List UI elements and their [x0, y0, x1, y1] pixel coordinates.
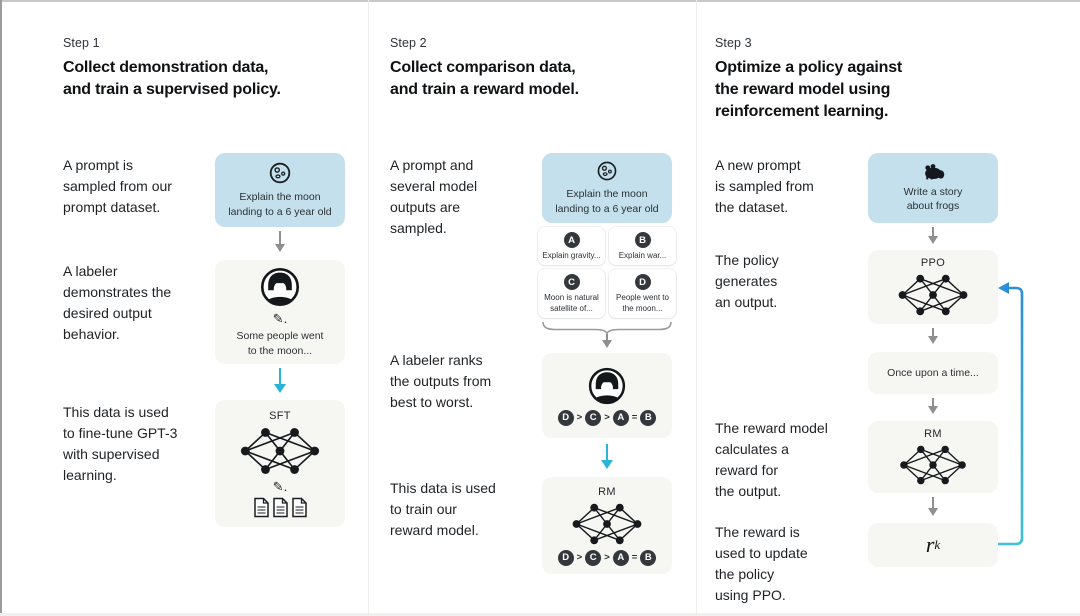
step3-prompt-box: Write a story about frogs [868, 153, 998, 223]
sft-label: SFT [269, 409, 291, 422]
step2-caption-train-rm: This data is used to train our reward mo… [390, 480, 496, 538]
step1-arrow-down-2 [274, 368, 286, 393]
document-icon [272, 497, 289, 518]
step3-arrow-down-1 [928, 227, 938, 244]
step1-sft-box: SFT ✎. [215, 400, 345, 527]
step1-caption-labeler: A labeler demonstrates the desired outpu… [63, 263, 172, 342]
rm-label: RM [598, 485, 616, 498]
rank-badge: C [585, 409, 602, 426]
moon-icon [268, 161, 292, 185]
step1-caption-prompt: A prompt is sampled from our prompt data… [63, 157, 172, 215]
step1-arrow-down-1 [275, 231, 285, 252]
rank-operator: > [604, 552, 610, 563]
step3-caption-reward: The reward model calculates a reward for… [715, 420, 828, 499]
step3-rm-box: RM [868, 421, 998, 493]
neural-network-icon [894, 273, 972, 317]
rank-badge: A [612, 549, 629, 566]
step3-output-box: Once upon a time... [868, 352, 998, 394]
step3-arrow-down-3 [928, 398, 938, 414]
neural-network-icon [237, 426, 323, 476]
pencil-icon: ✎. [272, 478, 288, 494]
documents-row [253, 497, 308, 518]
output-card-b: B Explain war... [609, 227, 676, 266]
ranking-sequence: D > C > A = B [557, 549, 657, 566]
step2-caption-prompt: A prompt and several model outputs are s… [390, 157, 478, 236]
neural-network-icon [568, 502, 646, 546]
step1-prompt-text: Explain the moon landing to a 6 year old [228, 191, 332, 218]
step3-output-text: Once upon a time... [887, 366, 979, 379]
ranking-sequence: D > C > A = B [557, 409, 657, 426]
step3-caption-update: The reward is used to update the policy … [715, 524, 808, 603]
window-bottom-edge [0, 613, 1080, 616]
rank-badge: D [557, 549, 574, 566]
output-letter-badge: D [634, 274, 651, 291]
output-card-a: A Explain gravity... [538, 227, 605, 266]
step3-label: Step 3 [715, 36, 752, 50]
output-letter-badge: C [563, 274, 580, 291]
step3-arrow-down-4 [928, 497, 938, 516]
rank-badge: D [557, 409, 574, 426]
ppo-label: PPO [920, 257, 946, 269]
document-icon [291, 497, 308, 518]
output-card-text: Explain gravity... [542, 251, 601, 260]
output-card-text: People went to the moon... [616, 293, 669, 313]
step3-prompt-text: Write a story about frogs [903, 185, 963, 212]
output-card-text: Explain war... [618, 251, 667, 260]
brace-icon [540, 321, 674, 334]
rank-operator: > [576, 412, 583, 423]
step2-label: Step 2 [390, 36, 427, 50]
labeler-avatar-icon [587, 366, 627, 406]
rank-operator: > [576, 552, 583, 563]
model-outputs-grid: A Explain gravity... B Explain war... C … [538, 227, 676, 319]
output-card-c: C Moon is natural satellite of... [538, 269, 605, 319]
output-letter-badge: A [563, 232, 580, 248]
labeler-avatar-icon [259, 266, 301, 308]
rank-operator: = [631, 552, 638, 563]
column-divider-2 [696, 0, 697, 616]
rank-badge: A [612, 409, 629, 426]
rank-operator: > [604, 412, 610, 423]
step2-arrow-down-1 [602, 334, 612, 348]
step1-title: Collect demonstration data, and train a … [63, 59, 281, 99]
neural-network-icon [896, 444, 970, 486]
step1-labeler-box: ✎. Some people went to the moon... [215, 260, 345, 364]
rank-badge: B [640, 409, 657, 426]
step2-title: Collect comparison data, and train a rew… [390, 59, 579, 99]
rank-badge: C [585, 549, 602, 566]
reward-subscript: k [934, 537, 941, 552]
step3-title: Optimize a policy against the reward mod… [715, 59, 903, 121]
window-left-edge [0, 0, 2, 616]
moon-icon [596, 160, 618, 182]
feedback-loop-arrow [996, 278, 1028, 554]
step1-label: Step 1 [63, 36, 100, 50]
step1-labeler-text: Some people went to the moon... [236, 330, 324, 357]
pencil-icon: ✎. [272, 311, 288, 327]
step2-prompt-box: Explain the moon landing to a 6 year old [542, 153, 672, 223]
step2-caption-ranking: A labeler ranks the outputs from best to… [390, 352, 492, 410]
step3-caption-policy: The policy generates an output. [715, 252, 779, 310]
document-icon [253, 497, 270, 518]
step3-arrow-down-2 [928, 328, 938, 344]
step1-prompt-box: Explain the moon landing to a 6 year old [215, 153, 345, 227]
output-card-d: D People went to the moon... [609, 269, 676, 319]
step3-ppo-box: PPO [868, 250, 998, 324]
output-card-text: Moon is natural satellite of... [544, 293, 599, 313]
window-top-edge [0, 0, 1080, 2]
rank-badge: B [640, 549, 657, 566]
step3-caption-prompt: A new prompt is sampled from the dataset… [715, 157, 814, 215]
step2-rm-box: RM D > C > A = B [542, 477, 672, 574]
step2-labeler-box: D > C > A = B [542, 353, 672, 438]
column-divider-1 [368, 0, 369, 616]
step1-caption-finetune: This data is used to fine-tune GPT-3 wit… [63, 404, 178, 483]
rank-operator: = [631, 412, 638, 423]
step2-arrow-down-2 [601, 444, 613, 469]
output-letter-badge: B [634, 232, 651, 248]
frog-icon [921, 163, 945, 180]
step2-prompt-text: Explain the moon landing to a 6 year old [555, 188, 659, 215]
reward-symbol: r [925, 532, 935, 557]
rm-label: RM [924, 428, 942, 440]
